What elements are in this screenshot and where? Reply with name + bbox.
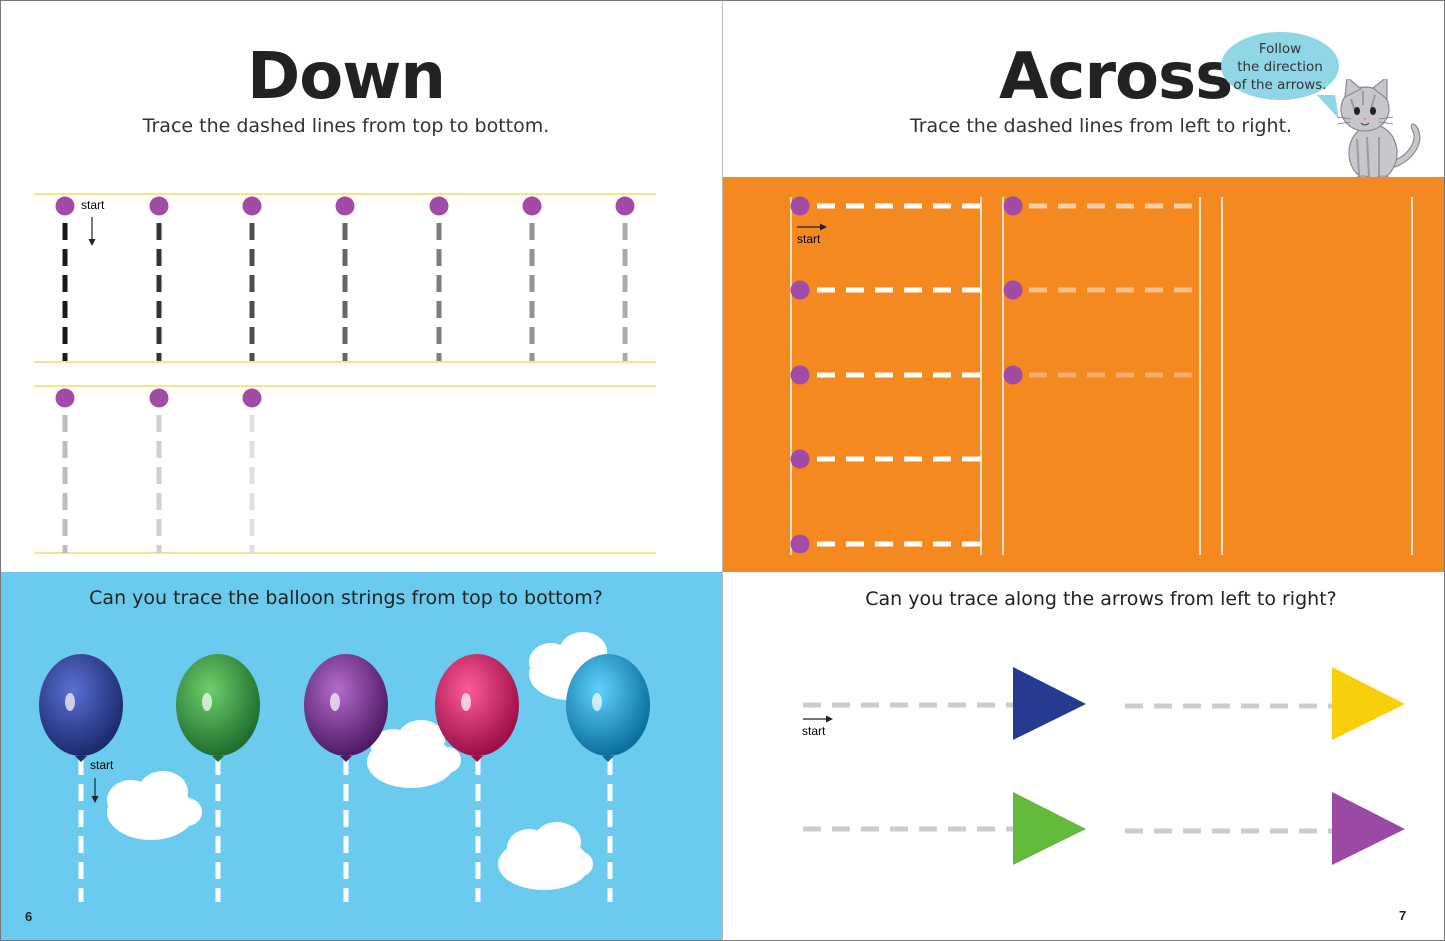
balloon-illustration[interactable]: start bbox=[1, 572, 722, 941]
start-dot bbox=[790, 365, 810, 385]
start-dot bbox=[1003, 196, 1023, 216]
speech-bubble-tail bbox=[1317, 95, 1339, 119]
start-dot bbox=[615, 196, 635, 216]
arrow-green bbox=[1013, 792, 1086, 865]
start-label: start bbox=[802, 724, 826, 738]
page-title: Down bbox=[247, 40, 446, 114]
right-arrow-icon bbox=[797, 223, 827, 231]
start-label: start bbox=[797, 232, 821, 246]
start-dot bbox=[790, 280, 810, 300]
balloon-activity-panel: Can you trace the balloon strings from t… bbox=[1, 572, 722, 941]
start-dot bbox=[1003, 365, 1023, 385]
balloon-blue bbox=[39, 654, 123, 762]
start-dot bbox=[522, 196, 542, 216]
arrow-yellow bbox=[1332, 667, 1405, 740]
page-instruction: Trace the dashed lines from left to righ… bbox=[909, 115, 1293, 137]
start-label: start bbox=[81, 198, 105, 212]
start-dot bbox=[335, 196, 355, 216]
start-dot bbox=[55, 196, 75, 216]
start-dot bbox=[429, 196, 449, 216]
balloon-question: Can you trace the balloon strings from t… bbox=[89, 587, 603, 609]
start-dot bbox=[242, 388, 262, 408]
balloon-purple bbox=[304, 654, 388, 762]
horizontal-tracing-grid[interactable]: start bbox=[723, 177, 1445, 572]
down-arrow-icon bbox=[88, 217, 96, 246]
arrow-tracing-area[interactable]: start bbox=[723, 631, 1445, 891]
balloon-green bbox=[176, 654, 260, 762]
start-dot bbox=[790, 449, 810, 469]
cloud-4 bbox=[498, 822, 593, 890]
start-dot bbox=[1003, 280, 1023, 300]
page-instruction: Trace the dashed lines from top to botto… bbox=[142, 115, 550, 137]
page-title: Across bbox=[999, 40, 1233, 114]
arrow-navy bbox=[1013, 667, 1086, 740]
cloud-2 bbox=[367, 720, 461, 788]
cat-icon bbox=[1336, 79, 1421, 187]
speech-line: the direction bbox=[1237, 59, 1323, 75]
start-dot bbox=[149, 196, 169, 216]
speech-line: of the arrows. bbox=[1233, 77, 1327, 93]
start-dot bbox=[149, 388, 169, 408]
start-label: start bbox=[90, 758, 114, 772]
horizontal-tracing-area[interactable]: start bbox=[723, 177, 1445, 572]
cloud-1 bbox=[107, 771, 202, 840]
vertical-tracing-area[interactable]: start bbox=[1, 177, 722, 572]
speech-bubble: Follow the direction of the arrows. bbox=[1221, 32, 1339, 100]
arrows-question: Can you trace along the arrows from left… bbox=[865, 588, 1337, 610]
page-number: 6 bbox=[25, 909, 33, 924]
start-dot bbox=[790, 534, 810, 554]
start-dot bbox=[790, 196, 810, 216]
balloon-pink bbox=[435, 654, 519, 762]
start-dot bbox=[55, 388, 75, 408]
right-arrow-icon bbox=[803, 715, 833, 723]
start-dot bbox=[242, 196, 262, 216]
right-page: Across Trace the dashed lines from left … bbox=[722, 0, 1445, 941]
page-number: 7 bbox=[1399, 908, 1407, 923]
balloon-cyan bbox=[566, 654, 650, 762]
down-arrow-icon bbox=[91, 778, 99, 803]
left-page: Down Trace the dashed lines from top to … bbox=[0, 0, 722, 941]
speech-line: Follow bbox=[1258, 41, 1302, 57]
arrow-purple bbox=[1332, 792, 1405, 865]
